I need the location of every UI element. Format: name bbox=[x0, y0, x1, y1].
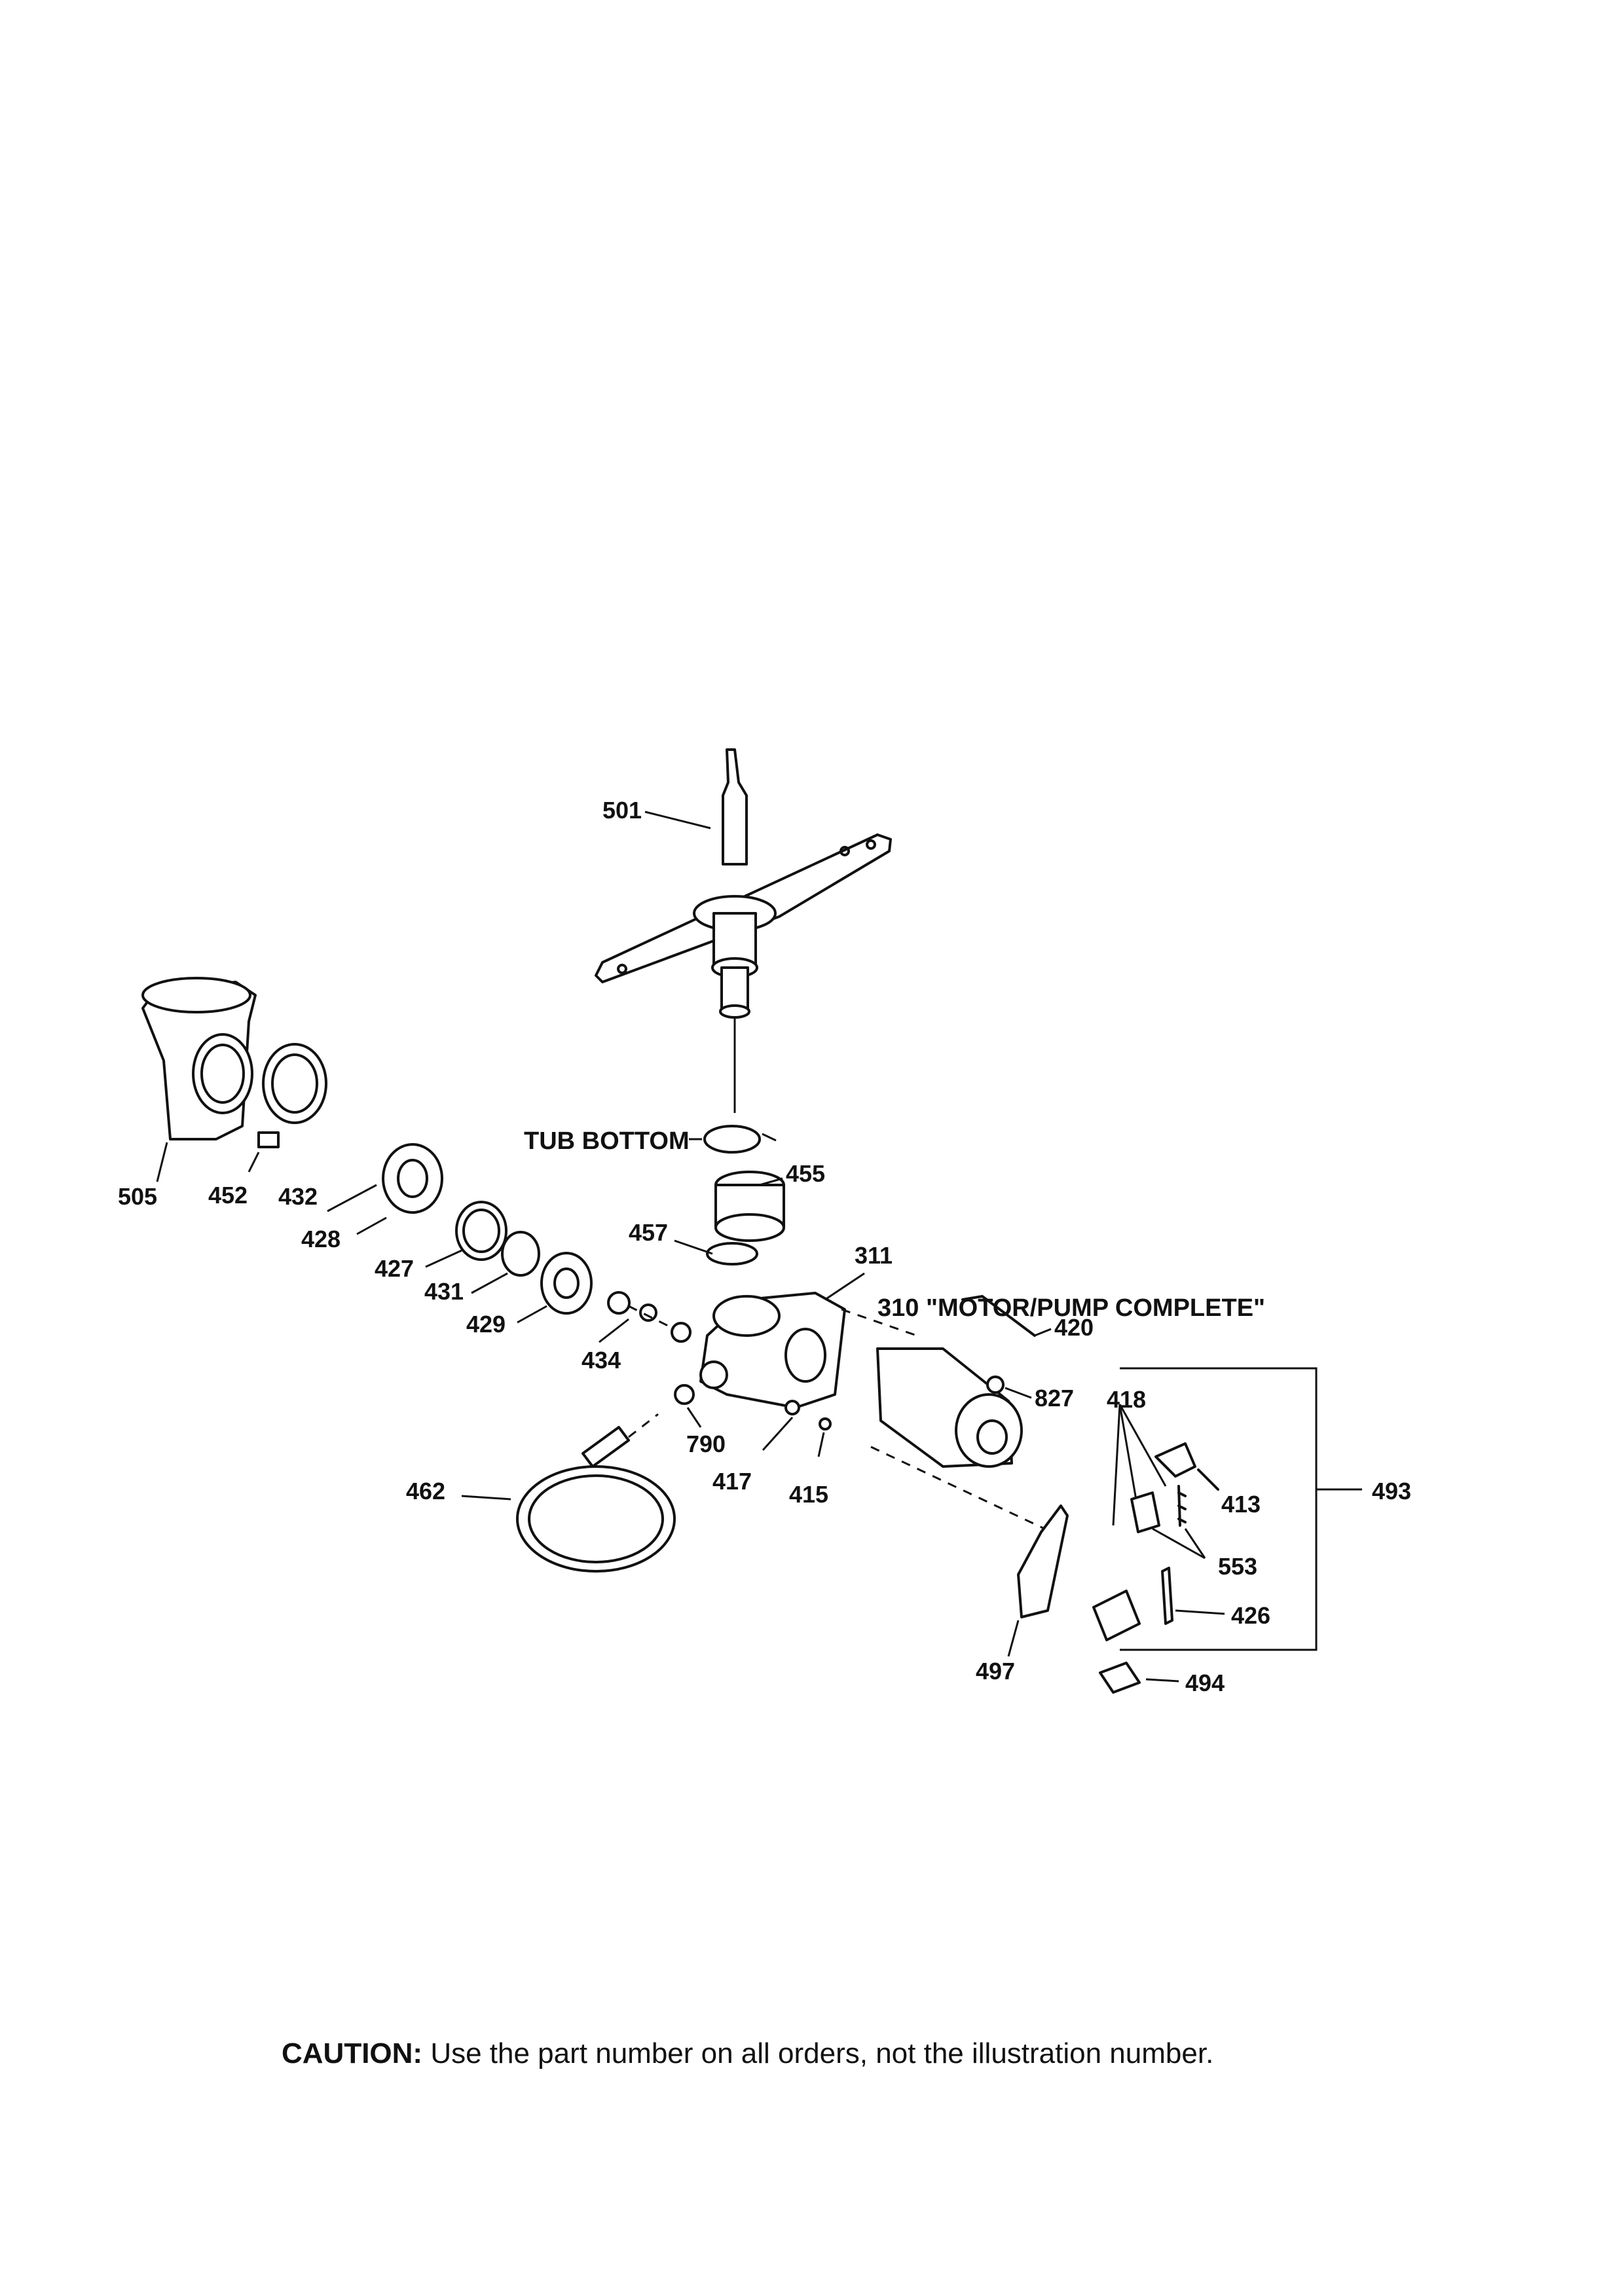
ring-431 bbox=[471, 1231, 540, 1294]
fasteners-790-417-415 bbox=[674, 1384, 832, 1457]
tub-bottom-group bbox=[689, 1125, 785, 1266]
callout-413: 413 bbox=[1221, 1491, 1261, 1518]
caution-label: CAUTION: bbox=[282, 2037, 423, 2069]
fasteners-434 bbox=[599, 1291, 692, 1343]
label-motor-pump-complete: 310 "MOTOR/PUMP COMPLETE" bbox=[877, 1294, 1265, 1322]
spray-arm-501 bbox=[595, 748, 892, 1113]
callout-553: 553 bbox=[1218, 1553, 1257, 1580]
callout-311: 311 bbox=[855, 1242, 893, 1269]
ring-427 bbox=[425, 1201, 507, 1268]
callout-415: 415 bbox=[789, 1481, 828, 1508]
label-tub-bottom: TUB BOTTOM bbox=[524, 1127, 690, 1155]
leader-455 bbox=[759, 1177, 783, 1186]
sump-housing-505 bbox=[141, 977, 257, 1182]
leader-457 bbox=[674, 1239, 713, 1255]
impeller-429 bbox=[517, 1252, 593, 1324]
callout-505: 505 bbox=[118, 1183, 157, 1210]
callout-493: 493 bbox=[1372, 1478, 1411, 1504]
callout-462: 462 bbox=[406, 1478, 445, 1504]
callout-457: 457 bbox=[629, 1219, 668, 1246]
callout-427: 427 bbox=[375, 1255, 414, 1282]
callout-434: 434 bbox=[581, 1347, 621, 1374]
hose-462 bbox=[461, 1413, 676, 1573]
callout-790: 790 bbox=[686, 1430, 726, 1457]
callout-827: 827 bbox=[1035, 1385, 1074, 1412]
callout-420: 420 bbox=[1054, 1314, 1094, 1341]
pump-body-311 bbox=[699, 1272, 1045, 1530]
leader-501 bbox=[644, 811, 711, 829]
callout-431: 431 bbox=[424, 1278, 464, 1305]
part-494 bbox=[1099, 1662, 1179, 1694]
callout-452: 452 bbox=[208, 1182, 248, 1209]
callout-497: 497 bbox=[976, 1658, 1015, 1685]
callout-417: 417 bbox=[712, 1468, 752, 1495]
callout-418: 418 bbox=[1107, 1386, 1146, 1413]
caution-note: CAUTION: Use the part number on all orde… bbox=[282, 2037, 1213, 2070]
caution-text: Use the part number on all orders, not t… bbox=[422, 2037, 1214, 2069]
callout-455: 455 bbox=[786, 1160, 825, 1187]
motor-310 bbox=[876, 1295, 1052, 1468]
disc-428 bbox=[327, 1143, 443, 1235]
callout-429: 429 bbox=[466, 1311, 506, 1338]
callout-432: 432 bbox=[278, 1183, 318, 1210]
bracket-group-493 bbox=[1112, 1367, 1362, 1651]
callout-428: 428 bbox=[301, 1226, 341, 1252]
callout-494: 494 bbox=[1185, 1669, 1225, 1696]
callout-426: 426 bbox=[1231, 1602, 1270, 1629]
callout-501: 501 bbox=[602, 797, 642, 824]
clamp-452 bbox=[248, 1043, 327, 1173]
plate-497 bbox=[1007, 1504, 1141, 1657]
